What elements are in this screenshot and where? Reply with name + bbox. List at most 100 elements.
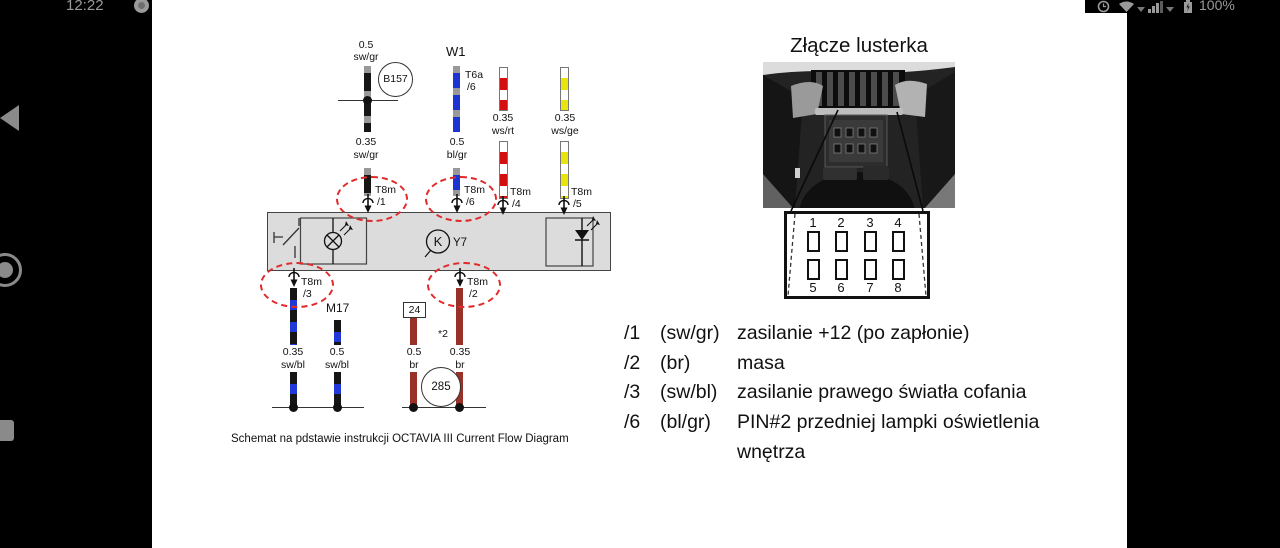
legend-desc: zasilanie +12 (po zapłonie) xyxy=(737,322,970,344)
relay-icon xyxy=(425,229,451,254)
alarm-icon xyxy=(1097,0,1110,13)
wifi-extra-icon xyxy=(1137,7,1145,12)
connector-icon-t8m-4 xyxy=(497,196,509,215)
wire-color: sw/bl xyxy=(325,359,349,371)
highlight-ellipse-pin2 xyxy=(427,262,501,308)
component-m17: M17 xyxy=(326,301,350,315)
battery-charging-icon xyxy=(1184,0,1192,13)
highlight-ellipse-pin1 xyxy=(336,176,408,222)
wire-color: sw/gr xyxy=(353,51,379,63)
projection-lines xyxy=(790,109,924,212)
wire-gauge: 0.35 xyxy=(492,112,514,124)
recents-icon[interactable] xyxy=(0,420,14,441)
pin-slot-3 xyxy=(863,231,877,252)
connector-t6a: T6a xyxy=(465,69,484,81)
component-y7-label: Y7 xyxy=(453,237,467,249)
legend-desc: masa xyxy=(737,352,785,374)
ground-line-left xyxy=(272,407,364,408)
home-icon[interactable] xyxy=(0,253,22,287)
pin-number: 5 xyxy=(809,280,817,295)
legend-wire: (bl/gr) xyxy=(660,411,711,433)
wire-br24-lower xyxy=(410,372,417,408)
pin-number: 4 xyxy=(894,215,902,230)
status-bar-right xyxy=(1085,0,1280,13)
highlight-ellipse-pin6 xyxy=(425,176,497,222)
pin-slot-5 xyxy=(806,259,820,280)
legend-pin: /6 xyxy=(624,411,641,433)
connector-icon-t8m-5 xyxy=(558,196,570,215)
wire-m17-lower xyxy=(334,372,341,408)
highlight-ellipse-pin3 xyxy=(260,262,334,308)
legend-desc: PIN#2 przedniej lampki oświetlenia xyxy=(737,411,1040,433)
pin-slot-2 xyxy=(835,231,848,252)
wire-wsrt-lower xyxy=(499,141,508,199)
connector-pin: /5 xyxy=(573,198,582,210)
legend-desc: zasilanie prawego światła cofania xyxy=(737,381,1027,403)
pin-number: 6 xyxy=(837,280,845,295)
status-time: 12:22 xyxy=(66,0,104,14)
wire-gauge: 0.5 xyxy=(406,346,422,358)
wire-color: ws/rt xyxy=(491,125,515,137)
connector-t6a-pin: /6 xyxy=(467,81,476,93)
relay-letter: K xyxy=(434,234,443,249)
legend-pin: /2 xyxy=(624,352,641,374)
switch-symbol xyxy=(273,218,300,258)
node-24: 24 xyxy=(403,302,426,318)
connector-label: T8m xyxy=(510,186,531,198)
wire-gauge: 0.35 xyxy=(282,346,304,358)
ground-line-right xyxy=(402,407,486,408)
wire-swbl3-upper xyxy=(290,288,297,345)
wire-blgr-upper xyxy=(453,66,460,132)
wire-swbl3-lower xyxy=(290,372,297,408)
wire-gauge: 0.35 xyxy=(554,112,576,124)
pin-number: 2 xyxy=(837,215,845,230)
wire-gauge: 0.35 xyxy=(449,346,471,358)
wire-wsrt-upper xyxy=(499,67,508,111)
wire-gauge: 0.5 xyxy=(329,346,345,358)
signal-icon xyxy=(1148,1,1163,13)
connector-pin: /4 xyxy=(512,198,521,210)
signal-extra-icon xyxy=(1166,7,1174,12)
legend-wire: (sw/bl) xyxy=(660,381,718,403)
battery-percent: 100% xyxy=(1199,0,1235,13)
pin-slot-8 xyxy=(891,259,905,280)
legend-wire: (br) xyxy=(660,352,691,374)
wire-wsge-upper xyxy=(560,67,569,111)
wire-color: sw/bl xyxy=(281,359,305,371)
component-w1: W1 xyxy=(446,44,466,59)
wifi-icon xyxy=(1119,1,1134,12)
wire-wsge-lower xyxy=(560,141,569,199)
legend-pin: /1 xyxy=(624,322,641,344)
ground-dot xyxy=(409,403,418,412)
ground-dot xyxy=(455,403,464,412)
panel-title: Złącze lusterka xyxy=(790,34,928,57)
pin-slot-1 xyxy=(806,231,820,252)
legend-wire: (sw/gr) xyxy=(660,322,720,344)
back-icon[interactable] xyxy=(0,105,19,131)
wire-gauge: 0.35 xyxy=(355,136,377,148)
wire-br24-upper xyxy=(410,316,417,345)
wire-m17-upper xyxy=(334,320,341,345)
pin-slot-7 xyxy=(863,259,877,280)
wire-color: br xyxy=(455,359,465,371)
wire-color: ws/ge xyxy=(551,125,579,137)
pinout-perspective-lines xyxy=(787,214,927,296)
wire-color: sw/gr xyxy=(353,149,379,161)
junction-dot xyxy=(363,96,372,105)
ground-dot xyxy=(333,403,342,412)
wire-gauge: 0.5 xyxy=(449,136,465,148)
note-star2: *2 xyxy=(438,328,448,340)
pin-slot-6 xyxy=(835,259,848,280)
notification-icon xyxy=(134,0,149,13)
wire-color: br xyxy=(409,359,419,371)
pinout-box: 1 2 3 4 5 6 7 8 xyxy=(784,211,930,299)
legend-pin: /3 xyxy=(624,381,641,403)
wire-gauge: 0.5 xyxy=(358,39,374,51)
pin-number: 7 xyxy=(866,280,874,295)
led-icon xyxy=(575,230,589,240)
pin-number: 1 xyxy=(809,215,817,230)
legend-desc-continuation: wnętrza xyxy=(737,441,806,463)
pin-slot-4 xyxy=(891,231,905,252)
diagram-caption: Schemat na pdstawie instrukcji OCTAVIA I… xyxy=(231,433,569,445)
